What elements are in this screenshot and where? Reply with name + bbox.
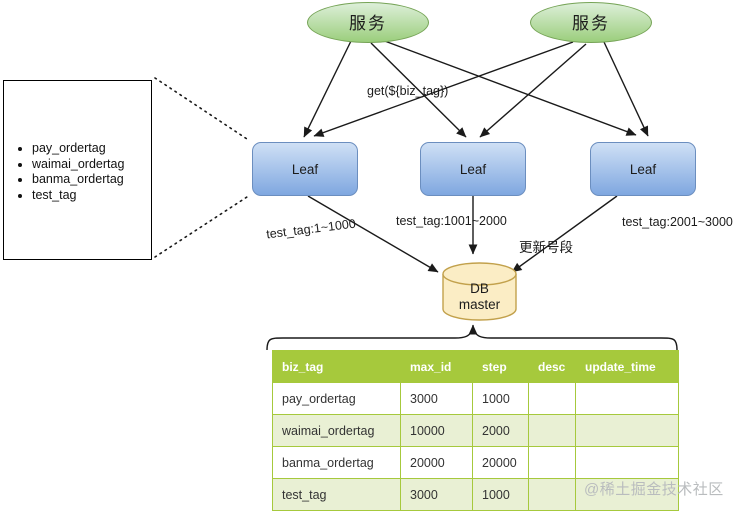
- arrow-service1-leaf3: [381, 39, 637, 136]
- biz-tag-item: waimai_ordertag: [32, 157, 151, 173]
- arrow-service1-leaf2: [370, 42, 467, 138]
- cell-max-id: 20000: [400, 446, 473, 479]
- biz-tag-list: pay_ordertag waimai_ordertag banma_order…: [4, 141, 151, 203]
- label-segment-middle: test_tag:1001~2000: [396, 214, 507, 228]
- cell-biz-tag: banma_ordertag: [272, 446, 401, 479]
- arrow-leaf1-db: [307, 195, 439, 273]
- biz-tag-item: pay_ordertag: [32, 141, 151, 157]
- leaf-node-3: Leaf: [590, 142, 696, 196]
- table-row: pay_ordertag 3000 1000: [272, 382, 679, 415]
- arrow-service2-leaf3: [603, 41, 649, 137]
- db-label-line2: master: [458, 297, 501, 312]
- db-master-label: DB master: [443, 281, 516, 313]
- cell-step: 2000: [472, 414, 529, 447]
- db-cylinder: [442, 262, 517, 321]
- callout-box: pay_ordertag waimai_ordertag banma_order…: [3, 80, 152, 260]
- service-node-2: 服务: [530, 2, 652, 43]
- table-header-row: biz_tag max_id step desc update_time: [272, 350, 679, 383]
- cell-step: 1000: [472, 478, 529, 511]
- label-get-call: get(${biz_tag}): [367, 84, 449, 98]
- table-row: waimai_ordertag 10000 2000: [272, 414, 679, 447]
- cell-biz-tag: waimai_ordertag: [272, 414, 401, 447]
- col-header-desc: desc: [528, 350, 576, 383]
- cell-update-time: [575, 478, 679, 511]
- arrow-service2-leaf2: [479, 43, 587, 138]
- cell-desc: [528, 382, 576, 415]
- dotted-callout-bottom: [154, 194, 251, 258]
- cell-biz-tag: pay_ordertag: [272, 382, 401, 415]
- col-header-max-id: max_id: [400, 350, 473, 383]
- col-header-update-time: update_time: [575, 350, 679, 383]
- col-header-step: step: [472, 350, 529, 383]
- table-row: banma_ordertag 20000 20000: [272, 446, 679, 479]
- table-row: test_tag 3000 1000: [272, 478, 679, 511]
- arrow-service1-leaf1: [303, 40, 352, 138]
- label-update-segment: 更新号段: [519, 240, 573, 255]
- col-header-biz-tag: biz_tag: [272, 350, 401, 383]
- db-label-line1: DB: [470, 281, 489, 296]
- biz-tag-item: banma_ordertag: [32, 172, 151, 188]
- cell-step: 20000: [472, 446, 529, 479]
- cell-update-time: [575, 446, 679, 479]
- biz-tag-item: test_tag: [32, 188, 151, 204]
- cell-desc: [528, 446, 576, 479]
- segment-table: biz_tag max_id step desc update_time pay…: [272, 350, 679, 511]
- leaf-node-1: Leaf: [252, 142, 358, 196]
- arrow-service2-leaf1: [313, 41, 574, 137]
- cell-max-id: 3000: [400, 478, 473, 511]
- arrow-leaf3-db: [511, 195, 618, 273]
- table-brace: [266, 328, 678, 351]
- cell-max-id: 3000: [400, 382, 473, 415]
- cell-desc: [528, 478, 576, 511]
- cell-biz-tag: test_tag: [272, 478, 401, 511]
- cell-update-time: [575, 414, 679, 447]
- label-segment-right: test_tag:2001~3000: [622, 215, 733, 229]
- leaf-node-2: Leaf: [420, 142, 526, 196]
- watermark: @稀土掘金技术社区: [584, 481, 724, 498]
- cell-update-time: [575, 382, 679, 415]
- cell-max-id: 10000: [400, 414, 473, 447]
- service-node-1: 服务: [307, 2, 429, 43]
- dotted-callout-top: [154, 77, 251, 142]
- cell-step: 1000: [472, 382, 529, 415]
- cell-desc: [528, 414, 576, 447]
